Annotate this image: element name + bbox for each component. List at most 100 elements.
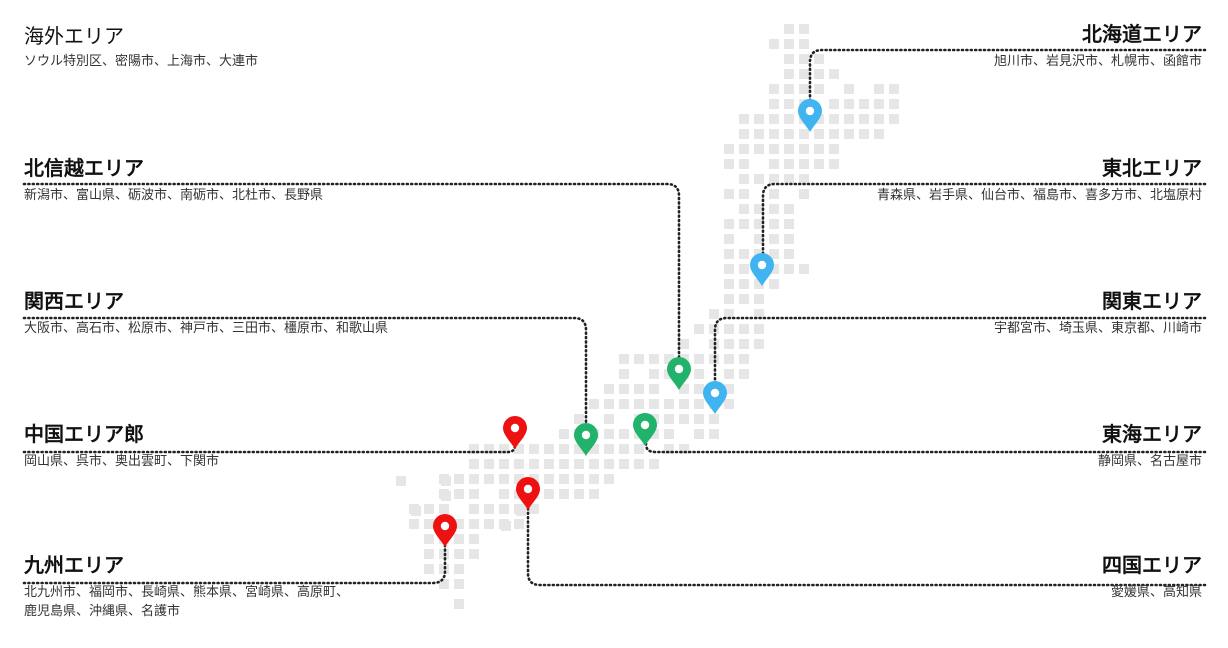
map-tile [769, 189, 779, 199]
map-tile [784, 204, 794, 214]
map-tile [574, 489, 584, 499]
map-tile [859, 129, 869, 139]
region-cities: 北九州市、福岡市、長崎県、熊本県、宮崎県、高原町、 鹿児島県、沖縄県、名護市 [24, 583, 349, 621]
region-kyushu: 九州エリア 北九州市、福岡市、長崎県、熊本県、宮崎県、高原町、 鹿児島県、沖縄県… [24, 553, 349, 621]
region-cities: ソウル特別区、密陽市、上海市、大連市 [24, 52, 258, 71]
map-tile [424, 519, 434, 529]
map-tile [784, 69, 794, 79]
map-tile [484, 519, 494, 529]
map-tile [619, 459, 629, 469]
pin-dot [806, 107, 814, 115]
map-tile [799, 24, 809, 34]
map-tile [484, 459, 494, 469]
map-tile [784, 84, 794, 94]
map-tile [634, 399, 644, 409]
map-tile [784, 159, 794, 169]
map-tile [589, 489, 599, 499]
map-tile [469, 534, 479, 544]
map-tile [424, 564, 434, 574]
map-tile [814, 69, 824, 79]
map-tile [754, 129, 764, 139]
map-tile [499, 504, 509, 514]
map-tile [799, 69, 809, 79]
region-title: 東海エリア [1098, 422, 1202, 446]
map-tile [739, 129, 749, 139]
map-tile [769, 159, 779, 169]
map-tile [784, 24, 794, 34]
map-tile [799, 189, 809, 199]
map-tile [604, 459, 614, 469]
map-tile [454, 564, 464, 574]
map-tile [724, 294, 734, 304]
map-tile [396, 476, 406, 486]
map-tile [499, 459, 509, 469]
map-tile [649, 369, 659, 379]
map-tile [664, 414, 674, 424]
map-tile [484, 504, 494, 514]
map-tile [724, 369, 734, 379]
map-tile [724, 144, 734, 154]
map-tile [544, 459, 554, 469]
map-tile [724, 264, 734, 274]
map-tile [469, 549, 479, 559]
map-tile [889, 99, 899, 109]
pin-body [633, 413, 657, 446]
map-tile [454, 599, 464, 609]
map-tile [604, 444, 614, 454]
pin-dot [711, 389, 719, 397]
pin-dot [524, 485, 532, 493]
map-tile [829, 129, 839, 139]
map-tile [604, 414, 614, 424]
map-tile [739, 249, 749, 259]
map-tile [769, 144, 779, 154]
map-tile [739, 294, 749, 304]
map-tile [844, 84, 854, 94]
map-pin-icon [703, 381, 727, 414]
map-tile [724, 354, 734, 364]
map-tile [514, 519, 524, 529]
map-tile [619, 444, 629, 454]
map-tile [544, 474, 554, 484]
map-tile [694, 429, 704, 439]
map-tile [784, 144, 794, 154]
pin-dot [641, 421, 649, 429]
map-tile [739, 279, 749, 289]
map-tile [709, 309, 719, 319]
map-tile [784, 129, 794, 139]
map-tile [469, 489, 479, 499]
map-tile [559, 444, 569, 454]
map-tile [454, 474, 464, 484]
pin-body [433, 514, 457, 547]
map-pin-icon [433, 514, 457, 547]
map-tile [694, 369, 704, 379]
map-tile [829, 69, 839, 79]
region-cities: 旭川市、岩見沢市、札幌市、函館市 [994, 52, 1202, 71]
map-tile [649, 384, 659, 394]
city-line: 静岡県、名古屋市 [1098, 452, 1202, 471]
map-tile [739, 369, 749, 379]
map-tile [784, 99, 794, 109]
map-tile [874, 114, 884, 124]
region-hokushinetsu: 北信越エリア 新潟市、富山県、砺波市、南砺市、北杜市、長野県 [24, 156, 323, 205]
map-tile [559, 474, 569, 484]
map-tile [604, 384, 614, 394]
pin-body [703, 381, 727, 414]
region-cities: 愛媛県、高知県 [1102, 583, 1202, 602]
map-tile [709, 414, 719, 424]
map-tile [754, 294, 764, 304]
map-tile [874, 99, 884, 109]
region-tohoku: 東北エリア 青森県、岩手県、仙台市、福島市、喜多方市、北塩原村 [877, 156, 1202, 205]
map-tile [844, 129, 854, 139]
map-tile [814, 144, 824, 154]
map-tile [454, 534, 464, 544]
map-tile [454, 489, 464, 499]
region-cities: 新潟市、富山県、砺波市、南砺市、北杜市、長野県 [24, 186, 323, 205]
map-tile [724, 339, 734, 349]
map-tile [769, 279, 779, 289]
map-tile [724, 189, 734, 199]
region-shikoku: 四国エリア 愛媛県、高知県 [1102, 553, 1202, 602]
map-tile [469, 459, 479, 469]
map-tile [724, 159, 734, 169]
map-tile [604, 474, 614, 484]
pin-dot [675, 365, 683, 373]
